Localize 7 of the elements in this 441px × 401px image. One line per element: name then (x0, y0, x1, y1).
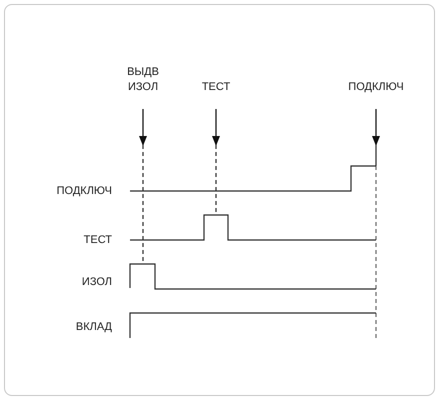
event-label: ПОДКЛЮЧ (348, 80, 404, 95)
signal-label: ИЗОЛ (82, 275, 112, 290)
signal-label: ВКЛАД (76, 320, 112, 335)
event-label: ВЫДВ ИЗОЛ (126, 65, 160, 95)
signal-label: ТЕСТ (84, 233, 112, 248)
signal-label: ПОДКЛЮЧ (56, 184, 112, 199)
event-label: ТЕСТ (202, 80, 230, 95)
